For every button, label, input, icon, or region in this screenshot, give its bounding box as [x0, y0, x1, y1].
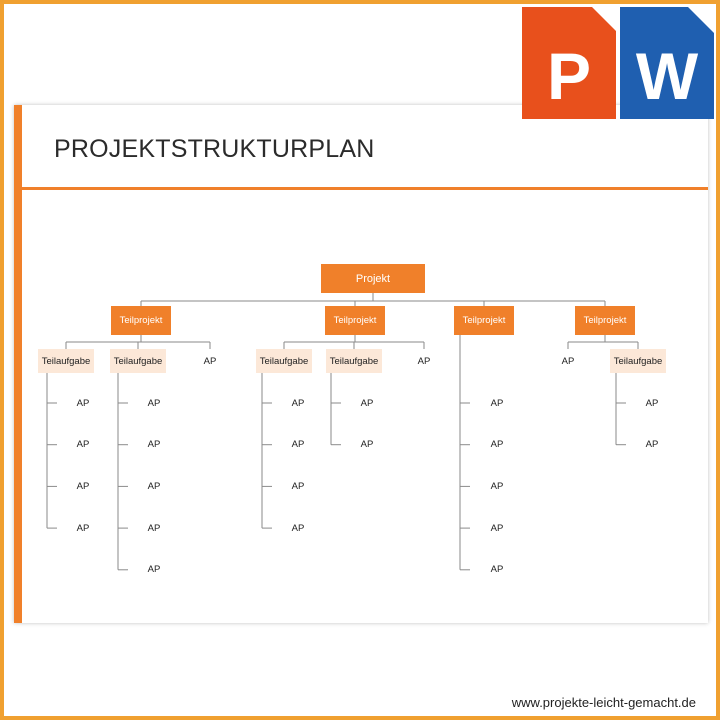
ap-node: AP [147, 522, 161, 534]
teilprojekt-node: Teilprojekt [325, 306, 385, 335]
powerpoint-icon: P [522, 7, 616, 119]
footer-url: www.projekte-leicht-gemacht.de [511, 695, 696, 710]
ap-node: AP [291, 480, 305, 492]
ap-node: AP [147, 564, 161, 576]
connector-lines [46, 293, 639, 571]
ap-node: AP [490, 397, 504, 409]
logo-letter-p: P [546, 39, 592, 113]
ap-node: AP [645, 439, 659, 451]
ap-node: AP [203, 355, 217, 367]
teilaufgabe-node: Teilaufgabe [110, 349, 166, 373]
ap-node: AP [561, 355, 575, 367]
title-divider [22, 187, 708, 190]
teilprojekt-node: Teilprojekt [111, 306, 171, 335]
ap-node: AP [291, 439, 305, 451]
ap-node: AP [490, 439, 504, 451]
root-node-projekt: Projekt [321, 264, 425, 293]
logo-letter-w: W [635, 39, 699, 113]
teilaufgabe-node: Teilaufgabe [610, 349, 666, 373]
slide-title: PROJEKTSTRUKTURPLAN [54, 135, 375, 163]
ap-node: AP [76, 397, 90, 409]
word-icon: W [620, 7, 714, 119]
ap-node: AP [147, 397, 161, 409]
ap-node: AP [490, 522, 504, 534]
ap-node: AP [490, 564, 504, 576]
ap-node: AP [291, 397, 305, 409]
teilaufgabe-node: Teilaufgabe [256, 349, 312, 373]
ap-node: AP [76, 522, 90, 534]
ap-node: AP [490, 480, 504, 492]
page-fold [688, 7, 714, 33]
teilaufgabe-node: Teilaufgabe [326, 349, 382, 373]
ap-node: AP [76, 439, 90, 451]
slide-accent-bar [14, 105, 22, 623]
ap-node: AP [417, 355, 431, 367]
page-fold [592, 7, 616, 31]
ap-node: AP [360, 397, 374, 409]
ap-node: AP [291, 522, 305, 534]
ap-node: AP [76, 480, 90, 492]
ap-node: AP [360, 439, 374, 451]
ap-node: AP [147, 480, 161, 492]
teilaufgabe-node: Teilaufgabe [38, 349, 94, 373]
teilprojekt-node: Teilprojekt [575, 306, 635, 335]
ap-node: AP [147, 439, 161, 451]
teilprojekt-node: Teilprojekt [454, 306, 514, 335]
ppt-word-logo: P W [522, 7, 716, 119]
ap-node: AP [645, 397, 659, 409]
